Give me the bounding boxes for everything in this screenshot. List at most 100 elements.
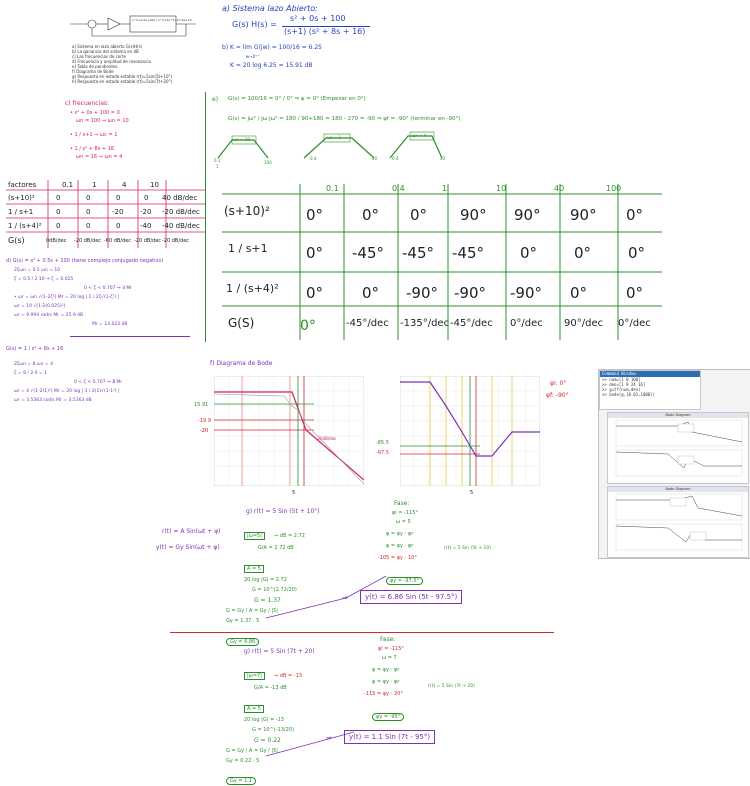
problem-lines: a) Sistema en lazo abierto G(s)H(s) b) L… <box>72 44 212 84</box>
sec-h-title: g) r(t) = 5 Sin (7t + 20) <box>244 648 315 655</box>
sec-g-arrow <box>265 575 387 619</box>
mag-slope-annot: -20dB/dec <box>316 436 337 441</box>
sec-e-title: e) <box>212 96 219 103</box>
sec-g-fase-line: φ = φy - φr <box>386 543 414 549</box>
sec-g-fase-line: φy = -97.5° <box>386 577 424 585</box>
sketch-label: 0.1 <box>214 158 221 163</box>
phase-cell: 0° <box>628 244 646 262</box>
phase-cell: -135°/dec <box>400 318 450 329</box>
sec-h-fase-line: φy = -95° <box>372 713 405 721</box>
sec-d-divider <box>70 336 190 337</box>
sec-g-step: G/A = 2.72 dB <box>258 545 294 551</box>
sec-d-lines: 2ζωn = 0.5 ωn = 10 ζ = 0.5 / 2·10 ⇒ ζ = … <box>14 268 132 327</box>
phase-cell: 0° <box>306 206 324 224</box>
sec-d-line: 0 < ζ < 0.707 ⇒ ∃ Mr <box>84 286 133 291</box>
sec-c-item: ωn = 100 ⇒ ωn = 10 <box>76 118 129 124</box>
phase-label: -97.5 <box>376 450 389 456</box>
sec-e-line1: G(s) = 100/16 = 0° / 0° ⇒ φ = 0° (Empeza… <box>228 96 366 102</box>
sec-d-line: ωr = 9.994 rad/s Mr = 25.9 dB <box>14 313 84 318</box>
sec-d-g2-line: 0 < ζ < 0.707 ⇒ ∄ Mr <box>74 380 123 385</box>
factors-cell: 0dB/dec <box>46 238 67 244</box>
phi-i-label: φi: 0° <box>550 380 567 387</box>
block-tf: s^2+0.5s+100 / s^2+2s^2+17.6s+16 <box>132 18 192 22</box>
matlab-code-line: >> num=[1 0 100] <box>602 377 641 382</box>
phase-label: -85.5 <box>376 440 389 446</box>
matlab-cmd-title: Command Window <box>600 371 700 377</box>
factors-cell: 0 <box>116 194 121 202</box>
sec-h-step: G = Gy / A = Gy / |5| <box>226 748 278 754</box>
factors-cell: G(s) <box>8 236 25 245</box>
sec-h-step: |ω=7| <box>244 672 265 680</box>
phase-cell: 0° <box>306 284 324 302</box>
sketch-label: 0.4 <box>392 156 399 161</box>
factors-cell: 1 / (s+4)² <box>8 222 42 230</box>
sec-h-step: Gy = 0.22 · 5 <box>226 758 260 764</box>
matlab-fig2-title: Bode Diagram <box>608 487 748 492</box>
phase-cell: 90°/dec <box>564 318 604 329</box>
sec-c-items: • s² + 0s + 100 = 0 ωn = 100 ⇒ ωn = 10 •… <box>70 110 129 160</box>
factors-cell: -20 <box>112 208 124 216</box>
phase-row-label: 1 / s+1 <box>228 242 268 255</box>
phase-cell: 0° <box>626 284 644 302</box>
sec-d-g2-line: ζ = 8 / 2·4 = 1 <box>14 371 47 376</box>
problem-line: a) Sistema en lazo abierto G(s)H(s) <box>72 44 143 49</box>
sec-e-frame <box>205 92 746 342</box>
phase-header: 0.4 <box>392 184 405 193</box>
sec-a-fraction-line <box>282 26 370 27</box>
sec-g-step: G = 10^(2.72/20) <box>252 587 297 593</box>
sec-c-item: • 1 / s+1 ⇒ ωc = 1 <box>70 132 118 138</box>
sketch-label: 40 <box>440 156 446 161</box>
sec-g-step: |ω=5| <box>244 532 265 540</box>
matlab-figure-1: Bode Diagram <box>607 412 749 484</box>
sec-c-title: c) frecuencias: <box>65 100 110 107</box>
problem-line: b) La ganancia del sistema en dB <box>72 49 139 54</box>
phase-cell: 90° <box>460 206 487 224</box>
sec-g-title: g) r(t) = 5 Sin (5t + 10°) <box>246 508 320 515</box>
phase-cell: 0° <box>362 206 380 224</box>
sketch2-label: ωc = 1 <box>327 135 341 140</box>
sec-g-formula2: y(t) = Gy Sin(ωt + φ) <box>156 544 220 551</box>
sec-d-line: Mr = 14.023 dB <box>92 322 128 327</box>
mag-label: -19.9 <box>198 418 211 424</box>
sec-h-step: Gy = 1.1 <box>226 777 257 785</box>
sketch1-label: ωn = 10 <box>233 137 250 142</box>
phase-cell: 0° <box>362 284 380 302</box>
sec-d-g2-lines: 2ζωn = 8 ωn = 4 ζ = 8 / 2·4 = 1 0 < ζ < … <box>14 362 122 403</box>
sec-g-step: 20 log |G| = 2.72 <box>244 577 287 583</box>
sec-g-right-r: r(t) = 5 Sin (5t + 10) <box>444 546 491 551</box>
phase-cell: -45°/dec <box>450 318 493 329</box>
sec-divider-red <box>170 632 554 633</box>
factors-cell: 0 <box>144 194 149 202</box>
matlab-code-line: >> bode(g,{0.01,1000}) <box>602 392 655 397</box>
sec-g-step: ⇒ dB = 2.72 <box>274 533 305 539</box>
sec-h-step: 20 log |G| = -13 <box>244 717 284 723</box>
sec-c-item: ωn = 16 ⇒ ωn = 4 <box>76 154 123 160</box>
sec-f-title: f) Diagrama de Bode <box>210 360 273 367</box>
phase-header: 0.1 <box>326 184 339 193</box>
phase-cell: 0° <box>306 244 324 262</box>
mag-label: 15.91 <box>194 402 209 408</box>
matlab-window: Command Window >> num=[1 0 100] >> den=[… <box>598 369 750 559</box>
sec-h-fase-line: φ = φy - φr <box>372 679 400 685</box>
sec-d-line: ζ = 0.5 / 2·10 ⇒ ζ = 0.025 <box>14 277 74 282</box>
sec-e-line2: G(s) = jω² / jω·jω² = 180 / 90+180 = 180… <box>228 116 461 122</box>
sec-h-step: G = 10^(-13/20) <box>252 727 294 733</box>
phase-cell: 0°/dec <box>618 318 651 329</box>
bode-magnitude-plot <box>214 376 364 486</box>
matlab-code-line: >> g=tf(num,den) <box>602 387 641 392</box>
sec-g-fase-line: ω = 5 <box>396 519 411 525</box>
phase-cell: 0°/dec <box>510 318 543 329</box>
sec-h-step: ⇒ dB = -13 <box>274 673 302 679</box>
factors-cell: 0 <box>116 222 121 230</box>
factors-table-grid <box>6 180 206 248</box>
sec-b-title: b) K = lim G(jw) = 100/16 = 6.25 <box>222 44 322 51</box>
phase-row-label: G(S) <box>228 316 255 330</box>
phase-cell: -90° <box>510 284 542 302</box>
sec-d-g2-title: G(s) = 1 / s² + 8s + 16 <box>6 346 64 352</box>
sec-c-item: • s² + 0s + 100 = 0 <box>70 110 120 116</box>
sec-g-step: G = Gy / A = Gy / |5| <box>226 608 278 614</box>
matlab-figure-2: Bode Diagram <box>607 486 749 558</box>
mag-label: -20 <box>200 428 209 434</box>
sec-g-step: Gy = 6.86 <box>226 638 260 646</box>
phase-header: 100 <box>606 184 622 193</box>
